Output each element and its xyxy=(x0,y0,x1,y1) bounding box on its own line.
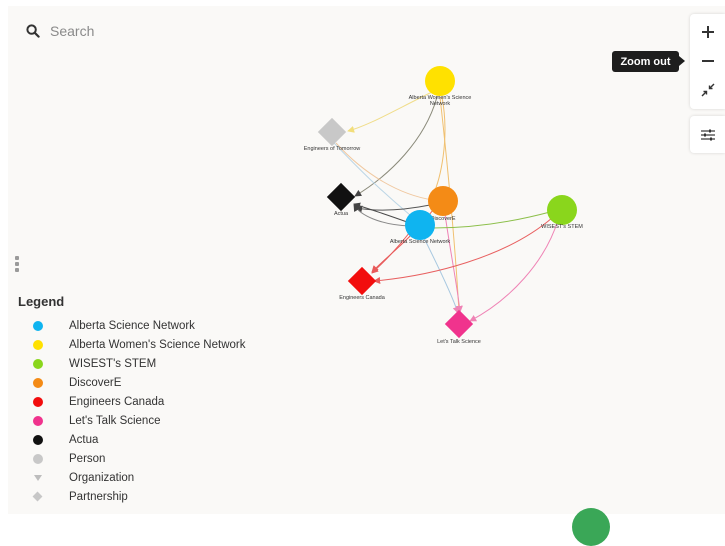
node-shape xyxy=(326,182,356,212)
dot-icon xyxy=(33,358,43,369)
edge xyxy=(347,91,433,133)
collapse-icon xyxy=(701,83,714,97)
search-input[interactable] xyxy=(50,23,250,39)
search-icon xyxy=(26,24,40,38)
node-alberta-science-network[interactable]: Alberta Science Network xyxy=(390,210,450,245)
node-shape xyxy=(547,195,577,225)
legend-item: Alberta Science Network xyxy=(17,316,245,335)
legend: Legend Alberta Science Network Alberta W… xyxy=(17,294,245,506)
legend-item: Actua xyxy=(17,430,245,449)
edge xyxy=(423,237,460,314)
svg-text:Network: Network xyxy=(430,101,450,107)
network-graph: Alberta Women's Science Network Engineer… xyxy=(304,66,583,345)
legend-label: Alberta Science Network xyxy=(69,319,195,332)
legend-label: Engineers Canada xyxy=(69,395,165,408)
node-lets-talk-science[interactable]: Let's Talk Science xyxy=(437,309,481,345)
edge xyxy=(355,204,431,213)
dot-icon xyxy=(33,320,43,331)
edge xyxy=(354,96,438,197)
legend-label: Organization xyxy=(69,471,135,484)
legend-title: Legend xyxy=(18,294,65,309)
legend-item: DiscoverE xyxy=(17,373,245,392)
dot-icon xyxy=(33,453,43,464)
svg-text:Alberta Women's Science: Alberta Women's Science xyxy=(409,95,472,101)
diamond-icon xyxy=(32,491,43,502)
plus-icon xyxy=(701,26,714,38)
legend-label: Partnership xyxy=(69,490,128,503)
svg-text:WISEST's STEM: WISEST's STEM xyxy=(541,224,583,230)
svg-text:DiscoverE: DiscoverE xyxy=(430,216,455,222)
node-wisests-stem[interactable]: WISEST's STEM xyxy=(541,195,583,230)
triangle-icon xyxy=(34,474,42,481)
edge xyxy=(335,142,434,201)
legend-label: Person xyxy=(69,452,106,465)
legend-item: Partnership xyxy=(17,487,245,506)
edge xyxy=(333,142,411,216)
dot-icon xyxy=(33,396,43,407)
edge xyxy=(373,217,553,284)
node-shape xyxy=(405,210,435,240)
zoom-controls xyxy=(690,14,725,109)
zoom-out-button[interactable] xyxy=(690,46,725,76)
svg-text:Engineers of Tomorrow: Engineers of Tomorrow xyxy=(304,146,360,152)
legend-list: Alberta Science Network Alberta Women's … xyxy=(17,316,245,506)
legend-item: Person xyxy=(17,449,245,468)
zoom-in-button[interactable] xyxy=(690,17,725,47)
settings-button[interactable] xyxy=(690,116,725,153)
dot-icon xyxy=(33,339,43,350)
search-bar[interactable] xyxy=(26,20,250,42)
edge xyxy=(444,213,463,313)
legend-label: DiscoverE xyxy=(69,376,122,389)
node-shape xyxy=(317,117,347,147)
dot-icon xyxy=(33,415,43,426)
legend-item: Let's Talk Science xyxy=(17,411,245,430)
graph-canvas[interactable] xyxy=(8,6,725,514)
zoom-out-tooltip: Zoom out xyxy=(612,51,685,72)
node-shape xyxy=(428,186,458,216)
minus-icon xyxy=(701,60,714,62)
dot-icon xyxy=(33,434,43,445)
node-discovere[interactable]: DiscoverE xyxy=(428,186,458,222)
legend-label: Alberta Women's Science Network xyxy=(69,338,246,351)
legend-item: WISEST's STEM xyxy=(17,354,245,373)
legend-item: Organization xyxy=(17,468,245,487)
dot-icon xyxy=(33,377,43,388)
node-shape xyxy=(347,266,377,296)
svg-text:Actua: Actua xyxy=(334,211,349,217)
node-actua[interactable]: Actua xyxy=(326,182,356,217)
edge xyxy=(469,219,559,322)
svg-text:Alberta Science Network: Alberta Science Network xyxy=(390,239,450,245)
edge xyxy=(371,231,411,274)
fit-view-button[interactable] xyxy=(690,75,725,105)
node-engineers-of-tomorrow[interactable]: Engineers of Tomorrow xyxy=(304,117,360,152)
edge xyxy=(432,96,446,196)
node-alberta-womens-science-network[interactable]: Alberta Women's Science Network xyxy=(409,66,472,107)
legend-label: Let's Talk Science xyxy=(69,414,161,427)
drag-handle-icon[interactable] xyxy=(15,256,20,272)
svg-text:Engineers Canada: Engineers Canada xyxy=(339,295,386,301)
node-shape xyxy=(444,309,474,339)
legend-label: Actua xyxy=(69,433,99,446)
legend-item: Engineers Canada xyxy=(17,392,245,411)
sliders-icon xyxy=(700,129,715,140)
edge xyxy=(432,211,551,229)
edge xyxy=(353,204,411,227)
svg-text:Let's Talk Science: Let's Talk Science xyxy=(437,339,481,345)
legend-label: WISEST's STEM xyxy=(69,357,157,370)
legend-item: Alberta Women's Science Network xyxy=(17,335,245,354)
node-engineers-canada[interactable]: Engineers Canada xyxy=(339,266,386,301)
node-shape xyxy=(425,66,455,96)
